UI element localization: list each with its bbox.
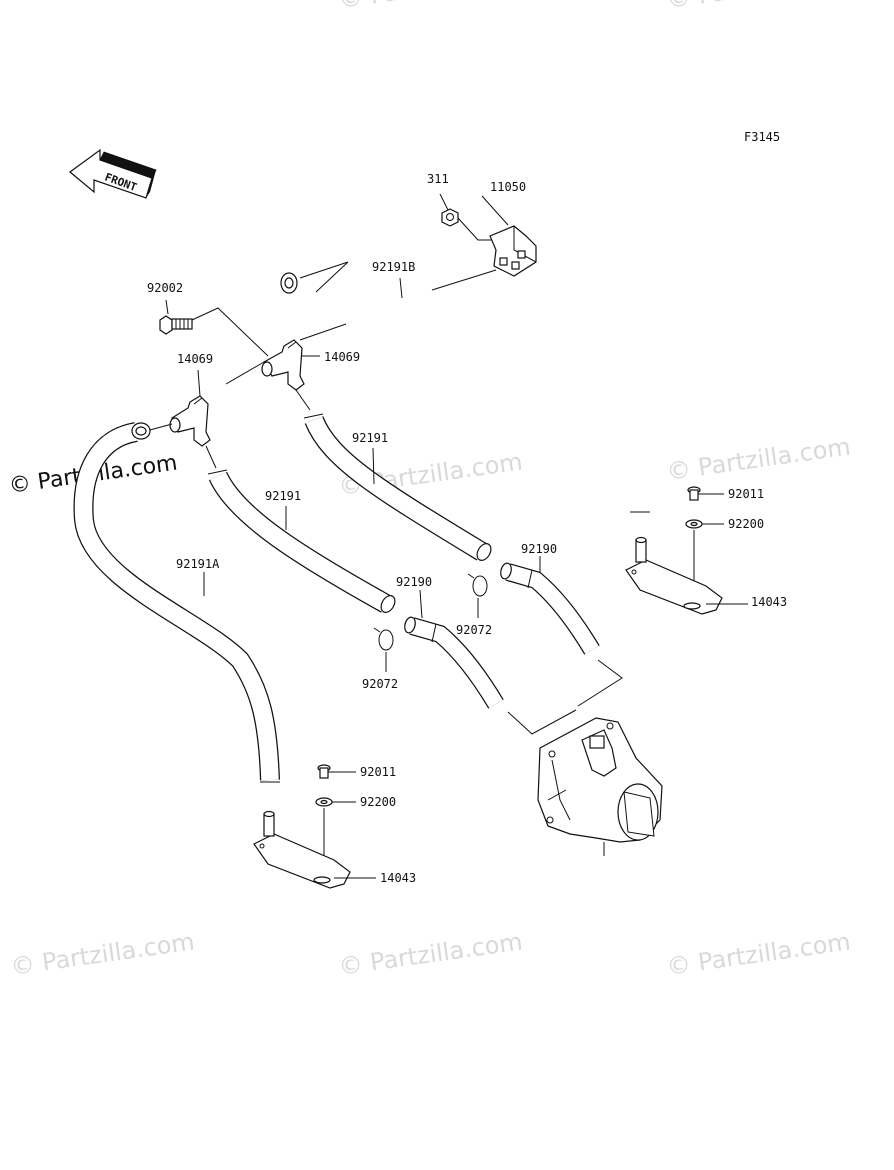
part-label-92002: 92002 xyxy=(147,281,183,295)
part-label-92011-left: 92011 xyxy=(360,765,396,779)
watermark: © Partzilla.com xyxy=(337,0,524,14)
part-label-14069-left: 14069 xyxy=(177,352,213,366)
part-label-92190-left: 92190 xyxy=(396,575,432,589)
watermark: © Partzilla.com xyxy=(665,0,852,14)
part-label-92191-lower: 92191 xyxy=(265,489,301,503)
figure-code: F3145 xyxy=(744,130,780,144)
hose-92190-right xyxy=(500,556,623,707)
clamp-92072-upper xyxy=(467,573,488,618)
hose-92190-left xyxy=(404,589,577,735)
part-label-14043-left: 14043 xyxy=(380,871,416,885)
bracket-assembly xyxy=(439,193,537,277)
fitting-14069-right xyxy=(225,323,347,411)
hose-92191-upper xyxy=(303,413,492,561)
hose-92191a xyxy=(73,422,280,783)
watermark: © Partzilla.com xyxy=(337,927,524,981)
hose-92191b xyxy=(280,261,650,513)
part-label-92191a: 92191A xyxy=(176,557,220,571)
part-label-11050: 11050 xyxy=(490,180,526,194)
fitting-14069-left xyxy=(149,369,217,469)
part-label-92191b: 92191B xyxy=(372,260,415,274)
mount-assembly-left xyxy=(253,764,376,889)
part-label-92190-right: 92190 xyxy=(521,542,557,556)
part-label-92011-right: 92011 xyxy=(728,487,764,501)
front-arrow-icon: FRONT xyxy=(69,148,157,199)
watermarks: © Partzilla.com © Partzilla.com © Partzi… xyxy=(9,0,852,981)
mount-assembly-right xyxy=(625,486,748,615)
part-label-92072-upper: 92072 xyxy=(456,623,492,637)
part-label-92191-upper: 92191 xyxy=(352,431,388,445)
watermark: © Partzilla.com xyxy=(9,927,196,981)
watermark: © Partzilla.com xyxy=(665,927,852,981)
part-label-92200-right: 92200 xyxy=(728,517,764,531)
clamp-92072-lower xyxy=(373,627,394,672)
hose-92191-lower xyxy=(207,469,396,613)
part-label-14043-right: 14043 xyxy=(751,595,787,609)
bolt-92002 xyxy=(159,299,269,357)
jet-pump xyxy=(537,717,663,856)
part-label-14069-right: 14069 xyxy=(324,350,360,364)
part-label-311: 311 xyxy=(427,172,449,186)
part-label-92200-left: 92200 xyxy=(360,795,396,809)
part-label-92072-lower: 92072 xyxy=(362,677,398,691)
watermark: © Partzilla.com xyxy=(665,432,852,486)
